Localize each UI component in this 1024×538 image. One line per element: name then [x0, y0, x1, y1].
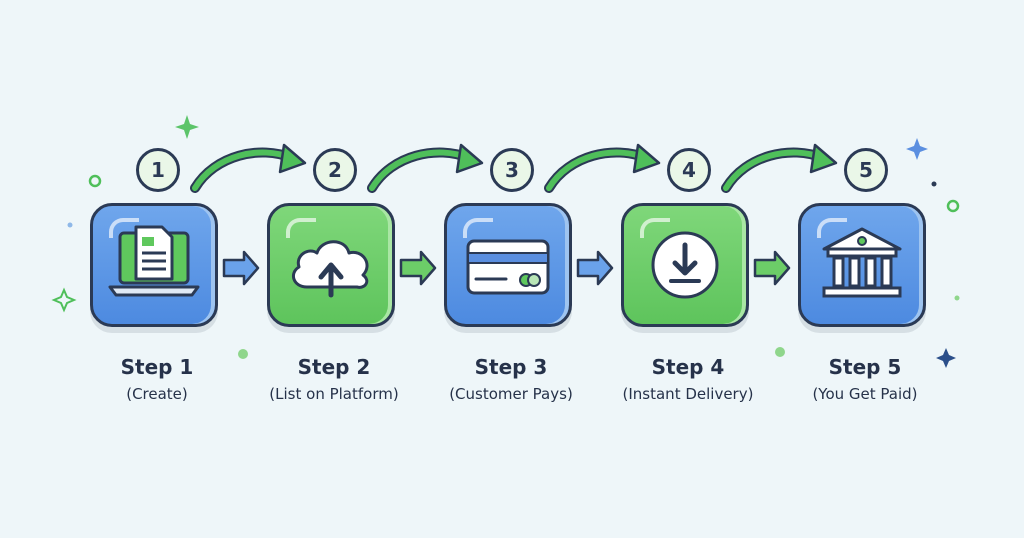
sparkle-icon: [936, 348, 956, 368]
step-subtitle: (Customer Pays): [449, 385, 573, 403]
dot: [931, 181, 937, 187]
step-number-badge: 4: [667, 148, 711, 192]
credit-card-icon: [466, 239, 550, 295]
step-number-badge: 5: [844, 148, 888, 192]
step-tile: [90, 203, 218, 327]
curved-arrow-4-5: [721, 143, 838, 193]
curved-arrow-2-3: [367, 143, 484, 193]
step-title: Step 4: [651, 355, 725, 379]
connector-arrow-1-2: [222, 250, 260, 286]
step-4: 4 Step 4 (Instant Delivery): [598, 0, 778, 538]
step-subtitle: (You Get Paid): [812, 385, 918, 403]
step-subtitle: (List on Platform): [269, 385, 399, 403]
dot: [238, 349, 248, 359]
step-title: Step 2: [297, 355, 371, 379]
step-title: Step 1: [120, 355, 194, 379]
step-tile: [621, 203, 749, 327]
curved-arrow-3-4: [544, 143, 661, 193]
step-number-badge: 1: [136, 148, 180, 192]
download-icon: [651, 231, 719, 299]
step-1: 1 Step 1 (Create): [67, 0, 247, 538]
step-3: 3 Step 3 (Customer Pays): [421, 0, 601, 538]
step-tile: [444, 203, 572, 327]
laptop-document-icon: [108, 225, 200, 297]
step-2: 2 Step 2 (List on Platform): [244, 0, 424, 538]
step-title: Step 3: [474, 355, 548, 379]
step-tile: [267, 203, 395, 327]
sparkle-icon: [906, 138, 928, 160]
connector-arrow-4-5: [753, 250, 791, 286]
step-subtitle: (Instant Delivery): [622, 385, 754, 403]
dot: [775, 347, 785, 357]
step-subtitle: (Create): [126, 385, 188, 403]
connector-arrow-3-4: [576, 250, 614, 286]
step-number-badge: 2: [313, 148, 357, 192]
sparkle-icon: [51, 287, 77, 313]
cloud-upload-icon: [291, 240, 369, 298]
dot: [946, 199, 960, 213]
sparkle-icon: [175, 115, 199, 139]
connector-arrow-2-3: [399, 250, 437, 286]
step-title: Step 5: [828, 355, 902, 379]
dot: [88, 174, 102, 188]
bank-icon: [822, 227, 902, 298]
step-5: 5 Step 5 (You Get Paid): [775, 0, 955, 538]
step-tile: [798, 203, 926, 327]
dot: [954, 295, 960, 301]
step-number-badge: 3: [490, 148, 534, 192]
curved-arrow-1-2: [190, 143, 307, 193]
dot: [67, 222, 73, 228]
